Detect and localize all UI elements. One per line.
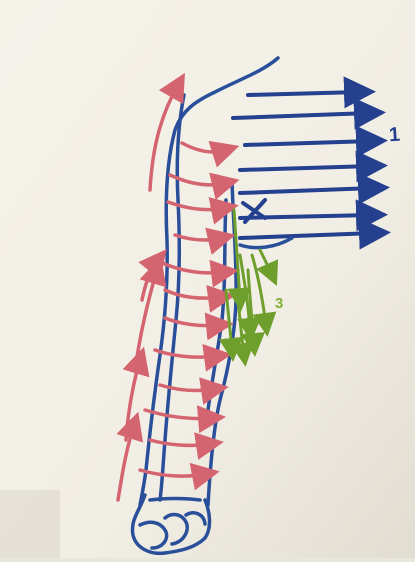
region-label-three: 3 [275, 295, 283, 312]
region-label-one: 1 [388, 124, 401, 148]
